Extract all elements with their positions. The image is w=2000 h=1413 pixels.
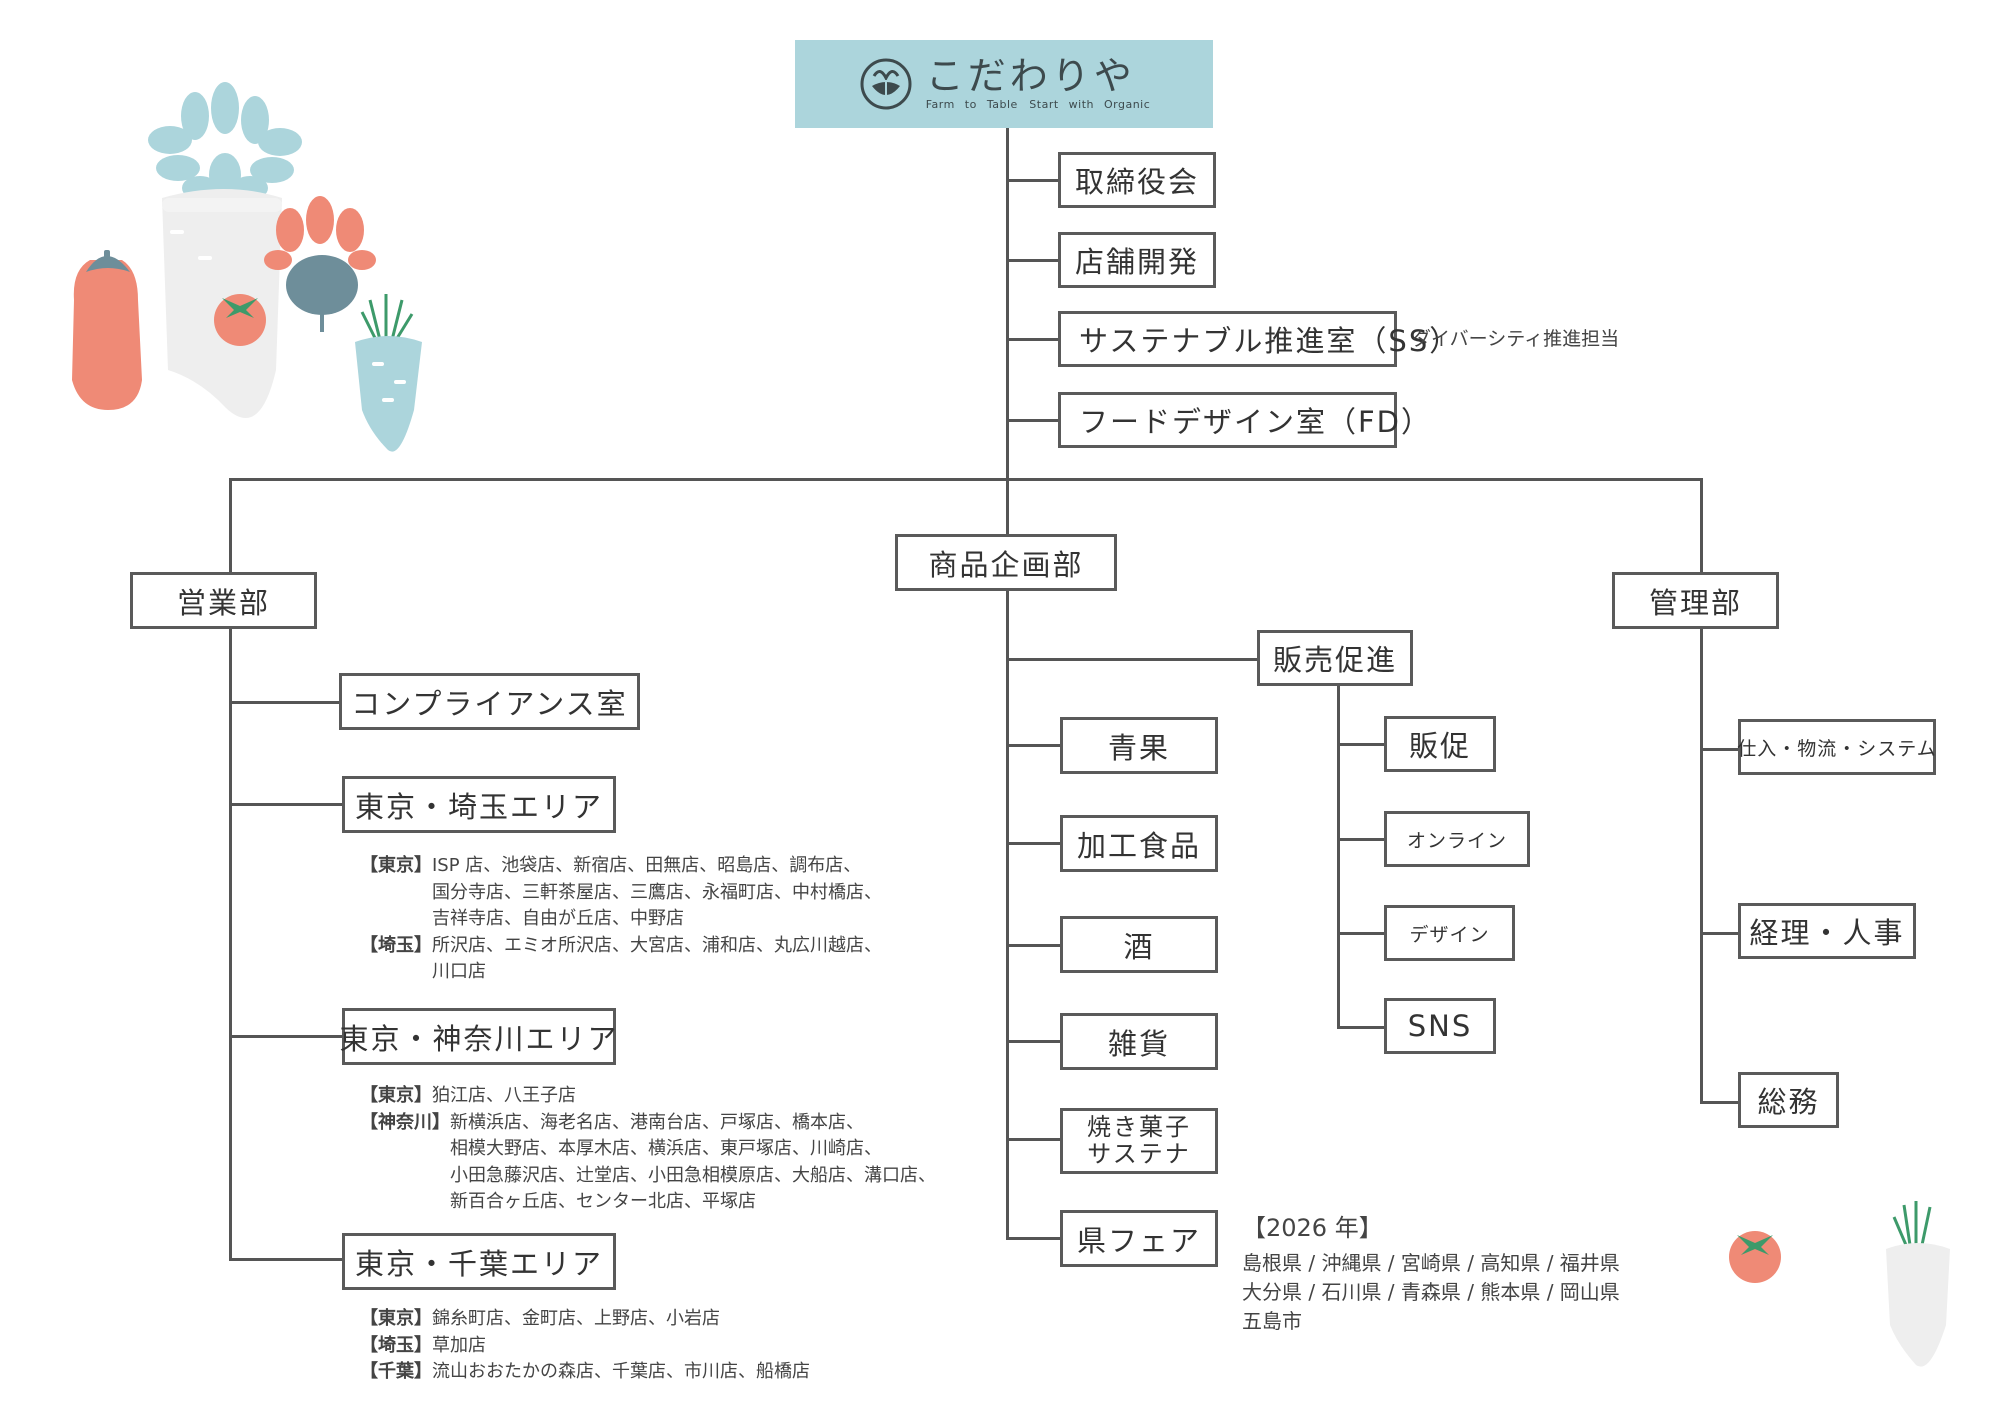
vegetable-illustration-left	[72, 82, 422, 452]
store-list-line: 吉祥寺店、自由が丘店、中野店	[432, 908, 684, 929]
dept-planning: 商品企画部	[895, 534, 1117, 591]
connector	[1337, 684, 1340, 1029]
unit-baked-goods: 焼き菓子 サステナ	[1060, 1108, 1218, 1174]
region-tag: 【神奈川】	[360, 1111, 450, 1133]
unit-baked-goods-line-1: 焼き菓子	[1087, 1113, 1191, 1141]
connector	[1337, 838, 1386, 841]
unit-online: オンライン	[1384, 811, 1530, 867]
connector	[229, 628, 232, 1261]
unit-sns: SNS	[1384, 998, 1496, 1054]
connector	[1700, 478, 1703, 574]
brand-tagline: Farm to Table Start with Organic	[925, 98, 1151, 111]
connector	[229, 1258, 343, 1261]
store-list-line: 草加店	[432, 1334, 486, 1356]
connector	[1006, 1040, 1062, 1043]
prefecture-fair-list: 【2026 年】 島根県 / 沖縄県 / 宮崎県 / 高知県 / 福井県 大分県…	[1242, 1208, 1620, 1336]
unit-promo: 販促	[1384, 716, 1496, 772]
connector	[1700, 1101, 1740, 1104]
connector	[1337, 932, 1386, 935]
store-list-line: 狛江店、八王子店	[432, 1085, 576, 1106]
fair-year: 【2026 年】	[1242, 1214, 1383, 1242]
brand-header: こだわりや Farm to Table Start with Organic	[795, 40, 1213, 128]
connector	[1337, 1026, 1386, 1029]
unit-compliance: コンプライアンス室	[339, 673, 640, 730]
connector	[1006, 658, 1259, 661]
store-list-line: 川口店	[432, 961, 486, 982]
unit-general-affairs: 総務	[1738, 1072, 1839, 1128]
region-tag: 【千葉】	[360, 1361, 432, 1382]
connector	[229, 478, 232, 574]
connector	[1006, 744, 1062, 747]
connector	[1700, 932, 1740, 935]
area-tokyo-saitama: 東京・埼玉エリア	[342, 776, 616, 833]
store-list-line: 相模大野店、本厚木店、横浜店、東戸塚店、川崎店、	[450, 1138, 882, 1159]
unit-sake: 酒	[1060, 916, 1218, 973]
area-tokyo-saitama-stores: 【東京】 ISP 店、池袋店、新宿店、田無店、昭島店、調布店、 国分寺店、三軒茶…	[360, 853, 882, 986]
store-list-line: 新横浜店、海老名店、港南台店、戸塚店、橋本店、	[450, 1111, 864, 1133]
region-tag: 【東京】	[360, 1308, 432, 1329]
area-tokyo-kanagawa-stores: 【東京】 狛江店、八王子店 【神奈川】 新横浜店、海老名店、港南台店、戸塚店、橋…	[360, 1083, 936, 1216]
store-list-line: 国分寺店、三軒茶屋店、三鷹店、永福町店、中村橋店、	[432, 881, 882, 903]
connector	[1700, 748, 1740, 751]
connector	[1006, 419, 1060, 422]
vegetable-illustration-right	[1729, 1201, 1950, 1367]
region-tag: 【埼玉】	[360, 1334, 432, 1356]
dept-admin: 管理部	[1612, 572, 1779, 629]
unit-produce: 青果	[1060, 717, 1218, 774]
region-tag: 【埼玉】	[360, 934, 432, 956]
connector	[229, 478, 1703, 481]
connector	[1006, 1138, 1062, 1141]
connector	[229, 1035, 343, 1038]
connector	[1337, 743, 1386, 746]
logo-icon	[860, 58, 912, 110]
fair-line: 島根県 / 沖縄県 / 宮崎県 / 高知県 / 福井県	[1242, 1251, 1620, 1275]
brand-name: こだわりや	[925, 54, 1136, 98]
connector	[1006, 259, 1060, 262]
store-list-line: 小田急藤沢店、辻堂店、小田急相模原店、大船店、溝口店、	[450, 1164, 936, 1186]
connector	[1006, 944, 1062, 947]
area-tokyo-kanagawa: 東京・神奈川エリア	[340, 1008, 617, 1065]
store-list-line: 流山おおたかの森店、千葉店、市川店、船橋店	[432, 1361, 810, 1382]
unit-processed-food: 加工食品	[1060, 815, 1218, 872]
connector	[1700, 628, 1703, 1104]
unit-food-design: フードデザイン室（FD）	[1058, 392, 1430, 448]
connector	[1006, 179, 1060, 182]
fair-line: 五島市	[1242, 1309, 1302, 1333]
unit-sales-promotion: 販売促進	[1257, 630, 1413, 686]
store-list-line: 所沢店、エミオ所沢店、大宮店、浦和店、丸広川越店、	[432, 934, 882, 956]
store-list-line: ISP 店、池袋店、新宿店、田無店、昭島店、調布店、	[432, 855, 862, 876]
unit-baked-goods-line-2: サステナ	[1087, 1140, 1191, 1168]
unit-prefecture-fair: 県フェア	[1060, 1210, 1218, 1267]
unit-sustainable: サステナブル推進室（SS）	[1058, 311, 1458, 367]
connector	[1006, 128, 1009, 1240]
unit-purchasing-logistics-system: 仕入・物流・システム	[1737, 719, 1936, 775]
store-list-line: 錦糸町店、金町店、上野店、小岩店	[432, 1308, 720, 1329]
unit-board: 取締役会	[1058, 152, 1216, 208]
unit-design: デザイン	[1384, 905, 1515, 961]
region-tag: 【東京】	[360, 855, 432, 876]
area-tokyo-chiba: 東京・千葉エリア	[342, 1233, 616, 1290]
connector	[1006, 1237, 1062, 1240]
connector	[1006, 842, 1062, 845]
dept-sales: 営業部	[130, 572, 317, 629]
connector	[229, 701, 339, 704]
connector	[229, 803, 343, 806]
unit-goods: 雑貨	[1060, 1013, 1218, 1070]
region-tag: 【東京】	[360, 1085, 432, 1106]
connector	[1006, 338, 1060, 341]
fair-line: 大分県 / 石川県 / 青森県 / 熊本県 / 岡山県	[1242, 1280, 1620, 1304]
unit-store-development: 店舗開発	[1058, 232, 1216, 288]
area-tokyo-chiba-stores: 【東京】 錦糸町店、金町店、上野店、小岩店 【埼玉】 草加店 【千葉】 流山おお…	[360, 1306, 810, 1386]
sustainable-note: ダイバーシティ推進担当	[1412, 328, 1620, 350]
store-list-line: 新百合ヶ丘店、センター北店、平塚店	[450, 1191, 756, 1212]
unit-accounting-hr: 経理・人事	[1738, 903, 1916, 959]
